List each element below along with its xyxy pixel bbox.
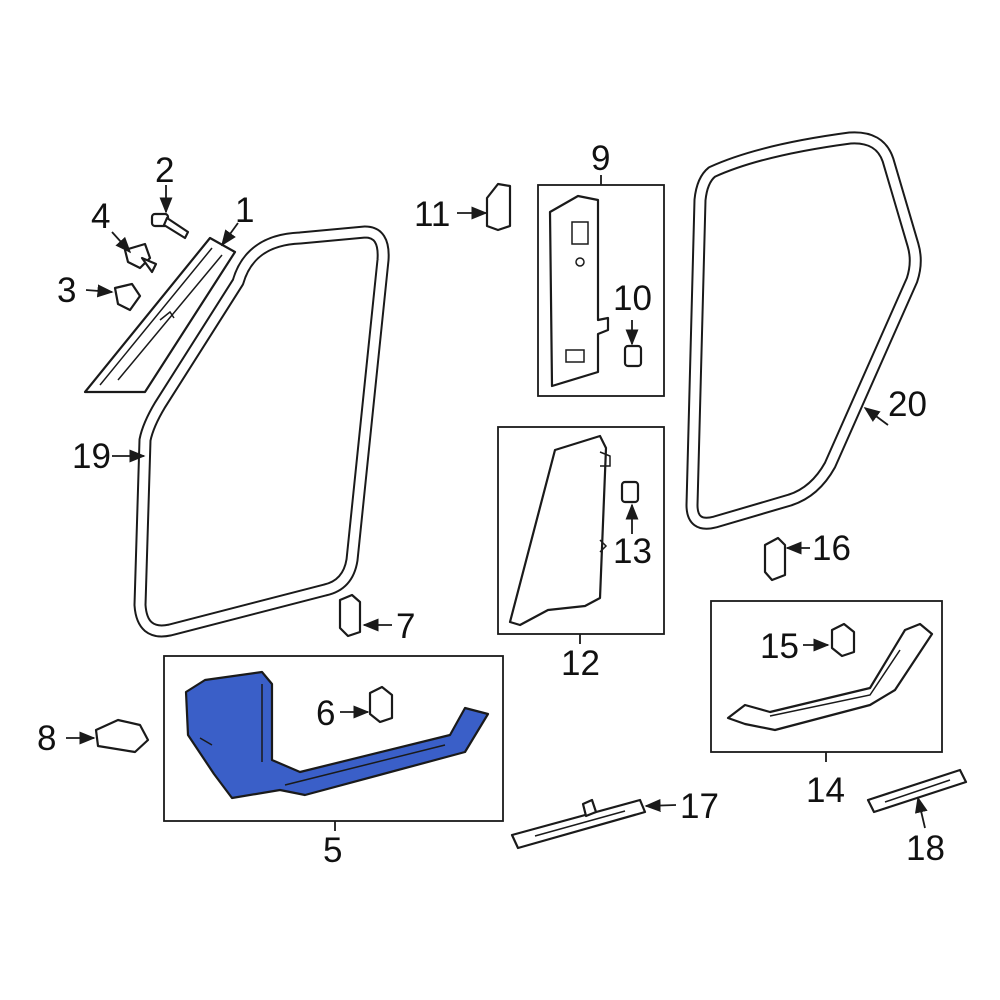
part-9-b-pillar-upper-trim[interactable]	[548, 194, 610, 388]
part-6-clip[interactable]	[368, 685, 394, 724]
part-2-bolt[interactable]	[150, 212, 190, 240]
part-20-rear-door-weatherstrip[interactable]	[685, 131, 922, 530]
callout-15: 15	[760, 627, 799, 666]
part-14-rear-scuff-plate[interactable]	[726, 622, 934, 732]
part-5-cowl-side-trim-highlighted[interactable]	[184, 670, 490, 800]
part-5-panel	[184, 670, 490, 800]
part-17-front-sill-plate[interactable]	[510, 798, 647, 850]
callout-12: 12	[561, 644, 600, 683]
part-16-clip[interactable]	[763, 536, 787, 582]
callout-19: 19	[72, 437, 111, 476]
callout-13: 13	[613, 532, 652, 571]
leader-lines	[66, 175, 928, 831]
part-8-clip[interactable]	[94, 718, 150, 754]
box-12	[497, 426, 665, 635]
callout-11: 11	[414, 195, 450, 234]
callout-14: 14	[806, 771, 845, 810]
callout-1: 1	[235, 191, 254, 230]
callout-labels: 1 2 3 4 5 6 7 8 9 10 11 12 13 14 15 16 1…	[37, 139, 945, 870]
box-14	[710, 600, 943, 753]
part-7-clip[interactable]	[338, 593, 362, 638]
box-5	[163, 655, 504, 822]
callout-5: 5	[323, 831, 342, 870]
callout-8: 8	[37, 719, 56, 758]
part-15-clip[interactable]	[830, 622, 856, 658]
callout-4: 4	[91, 197, 110, 236]
callout-6: 6	[316, 694, 335, 733]
part-13-clip[interactable]	[620, 480, 640, 504]
callout-20: 20	[888, 385, 927, 424]
part-18-rear-sill-plate[interactable]	[866, 768, 968, 814]
callout-9: 9	[591, 139, 610, 178]
part-12-b-pillar-lower-trim[interactable]	[508, 434, 611, 627]
part-11-clip[interactable]	[485, 182, 512, 232]
part-1-a-pillar-trim[interactable]	[83, 236, 237, 394]
callout-10: 10	[613, 279, 652, 318]
callout-2: 2	[155, 151, 174, 190]
part-19-front-door-weatherstrip[interactable]	[133, 225, 390, 638]
callout-7: 7	[396, 607, 415, 646]
part-4-clip[interactable]	[123, 242, 158, 274]
callout-3: 3	[57, 271, 76, 310]
part-10-clip[interactable]	[623, 344, 643, 368]
callout-18: 18	[906, 829, 945, 868]
part-3-clip[interactable]	[113, 282, 142, 312]
callout-17: 17	[680, 787, 719, 826]
callout-16: 16	[812, 529, 851, 568]
